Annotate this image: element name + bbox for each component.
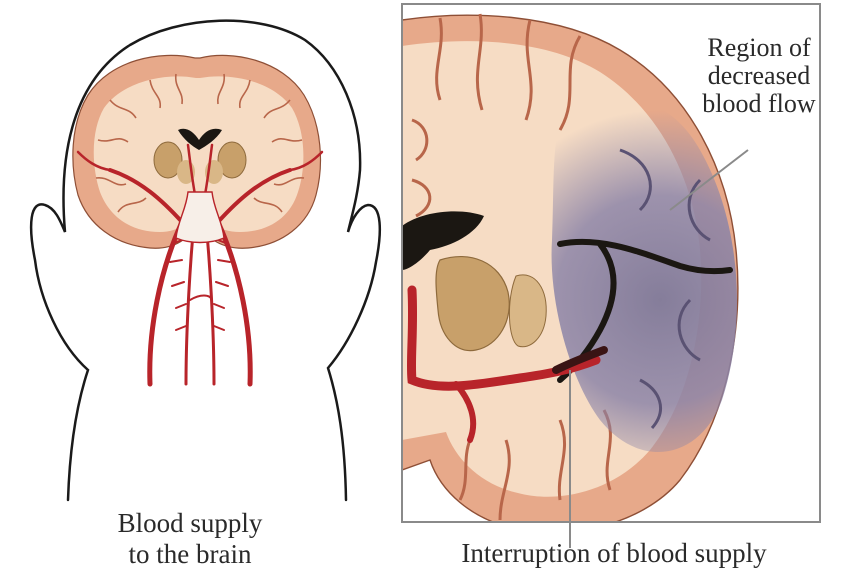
left-caption: Blood supply to the brain bbox=[40, 508, 340, 570]
left-caption-line1: Blood supply bbox=[40, 508, 340, 539]
bottom-caption: Interruption of blood supply bbox=[404, 538, 824, 569]
region-label: Region of decreased blood flow bbox=[676, 34, 842, 118]
left-caption-line2: to the brain bbox=[40, 539, 340, 570]
head-illustration bbox=[31, 21, 380, 500]
region-label-line3: blood flow bbox=[676, 90, 842, 118]
region-label-line1: Region of bbox=[676, 34, 842, 62]
region-label-line2: decreased bbox=[676, 62, 842, 90]
